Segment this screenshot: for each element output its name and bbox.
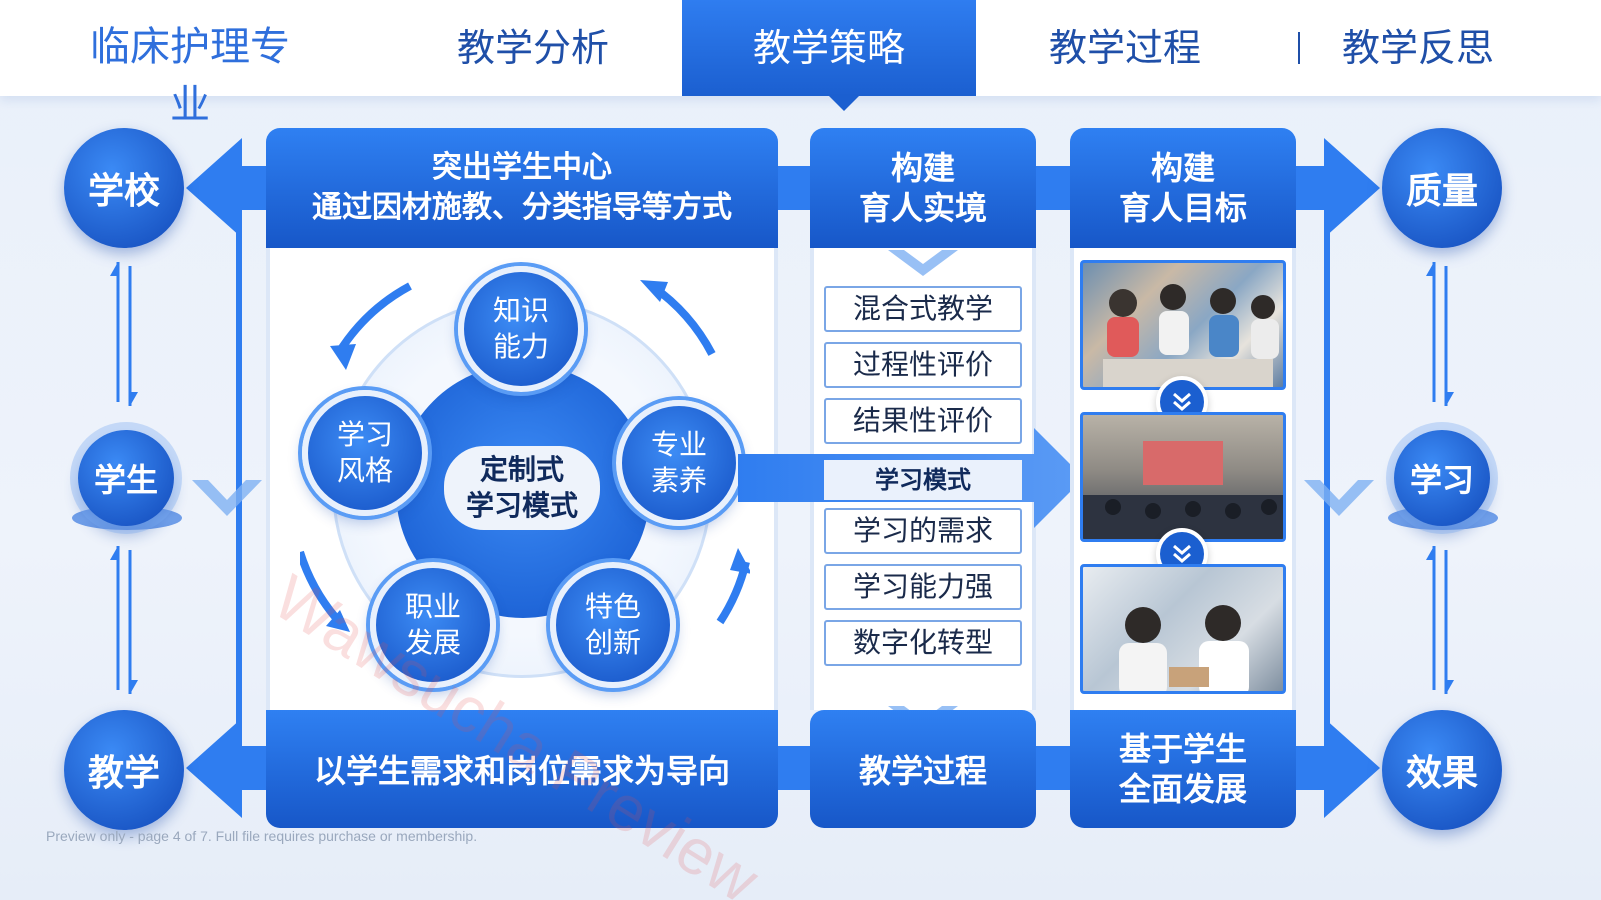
learning-mode-label: 学习模式 [824,460,1022,500]
tab-teaching-process[interactable]: 教学过程 [1048,26,1201,70]
list-item: 过程性评价 [824,342,1022,388]
panel2-header-line1: 构建 [890,149,955,187]
panel3-footer-line2: 全面发展 [1118,770,1247,808]
wheel-center-label: 定制式 学习模式 [444,446,600,530]
photo-lecture-illustration [1083,441,1283,539]
list-item: 混合式教学 [824,286,1022,332]
list-item: 结果性评价 [824,398,1022,444]
node-teaching: 教学 [64,710,184,830]
orb-line2: 发展 [404,626,461,659]
list-item: 学习的需求 [824,508,1022,554]
orb-line1: 专业 [650,428,707,461]
orb-line1: 知识 [492,294,549,327]
orb-line1: 特色 [584,590,641,623]
node-quality: 质量 [1382,128,1502,248]
photo-people-illustration [1103,284,1279,387]
arrow-left-bottom-icon [186,718,268,818]
panel3-footer-line1: 基于学生 [1118,730,1247,768]
brand-title: 临床护理专业 [90,24,290,128]
photo-practice-illustration [1119,605,1249,691]
orb-professional-literacy: 专业 素养 [616,400,742,526]
orb-line2: 创新 [584,626,641,659]
tab-teaching-analysis[interactable]: 教学分析 [456,26,609,70]
frame-right-line [1324,226,1330,732]
chevron-down-icon [888,250,958,276]
double-arrow-icon [1426,262,1454,406]
orb-line2: 素养 [650,464,707,497]
connector-bottom-2 [1036,746,1070,790]
arrow-right-top-icon [1296,138,1380,238]
connector-bottom-1 [778,746,810,790]
list-item: 学习能力强 [824,564,1022,610]
tab-teaching-reflection[interactable]: 教学反思 [1341,26,1494,70]
orb-learning-style: 学习 风格 [302,390,428,516]
panel3-header-line2: 育人目标 [1118,189,1247,227]
chevron-down-icon [1304,480,1374,516]
orb-career-development: 职业 发展 [370,562,496,688]
node-student: 学生 [78,430,174,526]
photo-group-discussion [1080,260,1286,390]
nav-separator [1298,32,1300,64]
orb-knowledge-ability: 知识 能力 [458,266,584,392]
double-arrow-icon [1426,546,1454,694]
orb-line2: 风格 [336,454,393,487]
double-arrow-icon [110,546,138,694]
tab-teaching-strategy[interactable]: 教学策略 [682,0,976,96]
panel1-header-line1: 突出学生中心 [432,150,612,185]
orb-line1: 职业 [404,590,461,623]
panel3-header: 构建 育人目标 [1070,128,1296,248]
orb-line1: 学习 [336,418,393,451]
active-tab-pointer [827,94,861,111]
panel3-header-line1: 构建 [1150,149,1215,187]
frame-left-line [236,226,242,732]
double-arrow-icon [110,262,138,406]
panel2-footer: 教学过程 [810,710,1036,828]
connector-top-1 [778,166,810,210]
panel2-header: 构建 育人实境 [810,128,1036,248]
orb-feature-innovation: 特色 创新 [550,562,676,688]
panel1-header-line2: 通过因材施教、分类指导等方式 [312,190,732,225]
orb-line2: 能力 [492,330,549,363]
chevron-down-icon [192,480,262,516]
panel1-footer: 以学生需求和岗位需求为导向 [266,710,778,828]
panel1-header: 突出学生中心 通过因材施教、分类指导等方式 [266,128,778,248]
arrow-left-top-icon [186,138,268,238]
node-school: 学校 [64,128,184,248]
node-effect: 效果 [1382,710,1502,830]
cycle-arrows-icon [300,280,750,632]
center-label-line1: 定制式 [479,453,564,486]
photo-lecture-hall [1080,412,1286,542]
arrow-right-bottom-icon [1296,718,1380,818]
panel3-footer: 基于学生 全面发展 [1070,710,1296,828]
preview-note: Preview only - page 4 of 7. Full file re… [46,828,478,844]
center-label-line2: 学习模式 [465,489,578,522]
list-item: 数字化转型 [824,620,1022,666]
connector-top-2 [1036,166,1070,210]
photo-hands-on-practice [1080,564,1286,694]
panel2-header-line2: 育人实境 [858,189,987,227]
node-learning: 学习 [1394,430,1490,526]
